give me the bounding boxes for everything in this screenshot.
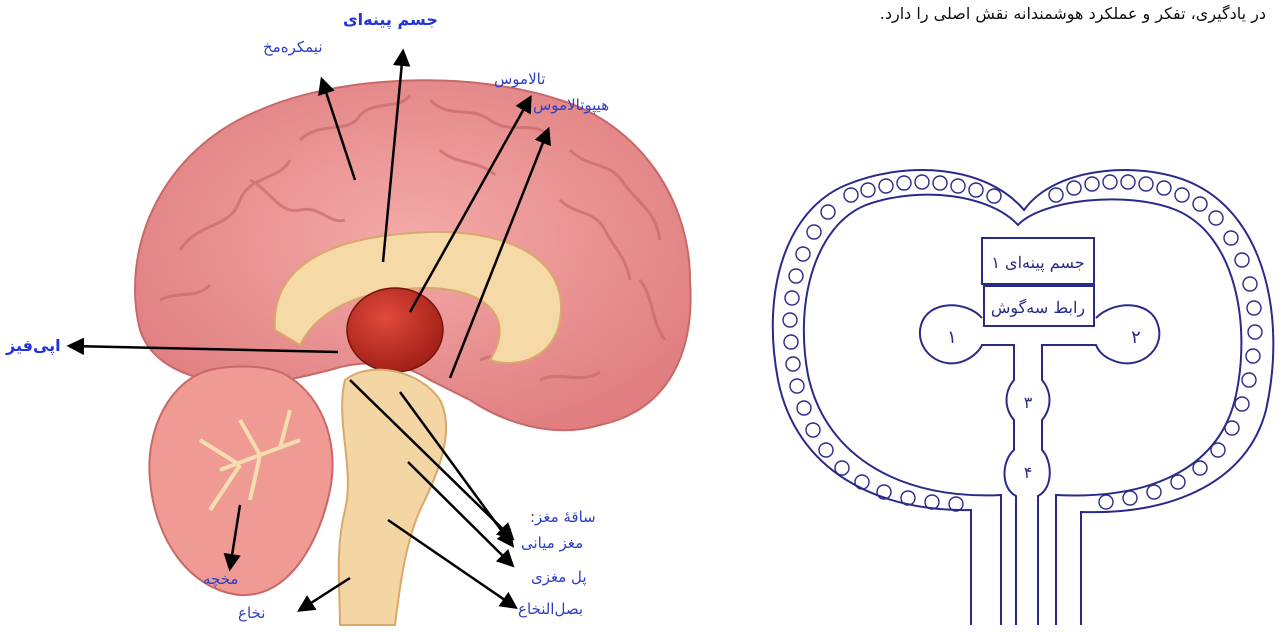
sketch-coil-texture bbox=[783, 175, 1262, 511]
label-epiphysis: اپی‌فیز bbox=[6, 336, 61, 355]
label-brainstem: ساقۀ مغز: bbox=[530, 508, 596, 526]
label-hemisphere: نیمکره‌مخ bbox=[263, 38, 323, 56]
label-pons: پل مغزی bbox=[531, 568, 587, 586]
label-cerebellum: مخچه bbox=[203, 570, 238, 588]
label-corpus-callosum: جسم پینه‌ای bbox=[343, 10, 438, 29]
sketch-ventricle-2: ۲ bbox=[1131, 327, 1141, 348]
sketch-ventricle-4: ۴ bbox=[1024, 463, 1033, 482]
thalamus-shape bbox=[347, 288, 443, 372]
label-midbrain: مغز میانی bbox=[521, 534, 583, 552]
cerebellum-shape bbox=[149, 366, 332, 595]
sketch-ventricle-1: ۱ bbox=[947, 327, 957, 348]
label-hypothalamus: هیپوتالاموس bbox=[533, 96, 609, 114]
brain-illustration bbox=[0, 0, 760, 632]
sketch-ventricle-3: ۳ bbox=[1024, 393, 1033, 412]
sketch-ventricles bbox=[920, 305, 1160, 625]
brainstem-shape bbox=[339, 370, 446, 625]
ventricle-sketch: جسم پینه‌ای ۱ رابط سه‌گوش ۱ ۲ ۳ ۴ bbox=[756, 0, 1286, 632]
label-medulla: بصل‌النخاع bbox=[518, 600, 583, 618]
sketch-box-bottom-text: رابط سه‌گوش bbox=[991, 298, 1085, 317]
label-spinal-cord: نخاع bbox=[238, 604, 265, 622]
sketch-box-top-text: جسم پینه‌ای ۱ bbox=[991, 253, 1084, 272]
label-thalamus: تالاموس bbox=[494, 70, 545, 88]
